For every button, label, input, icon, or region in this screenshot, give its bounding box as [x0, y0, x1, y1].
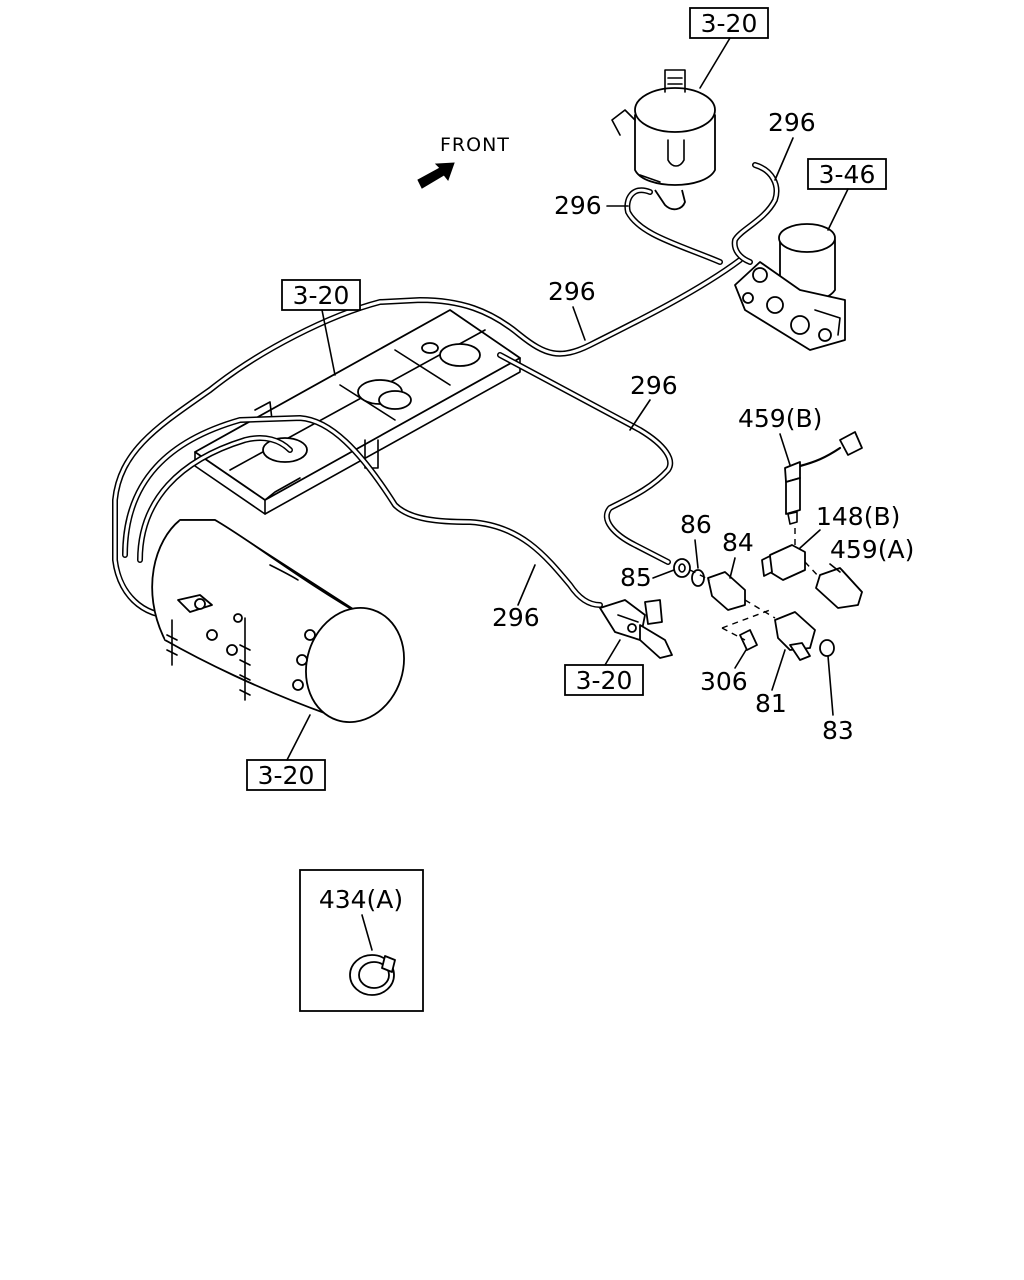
svg-text:86: 86	[680, 510, 712, 539]
callout-459b: 459(B)	[738, 404, 822, 466]
inset-box: 434(A)	[299, 869, 424, 1012]
svg-text:148(B): 148(B)	[816, 502, 900, 531]
ref-box-top[interactable]: 3-20	[689, 7, 769, 39]
cable-tie-icon	[349, 954, 396, 996]
svg-text:83: 83	[822, 716, 854, 745]
svg-text:81: 81	[755, 689, 787, 718]
ref-box-air-dryer[interactable]: 3-46	[807, 158, 887, 190]
air-filter	[611, 69, 716, 211]
callout-296-main: 296	[548, 277, 596, 341]
svg-text:296: 296	[554, 191, 602, 220]
svg-text:459(A): 459(A)	[830, 535, 914, 564]
callout-85: 85	[620, 563, 675, 592]
ref-box-tank-label: 3-20	[258, 761, 315, 790]
svg-text:296: 296	[768, 108, 816, 137]
inset-label: 434(A)	[319, 885, 403, 914]
callout-84: 84	[722, 528, 754, 579]
svg-text:296: 296	[548, 277, 596, 306]
front-direction-indicator: FRONT	[417, 134, 510, 189]
callout-296-lower: 296	[492, 564, 540, 632]
ref-box-top-label: 3-20	[701, 9, 758, 38]
callout-86: 86	[680, 510, 712, 569]
ref-box-valve[interactable]: 3-20	[564, 664, 644, 696]
frame-crossmember	[194, 309, 521, 515]
valve-assembly	[599, 599, 673, 659]
front-arrow-icon	[417, 162, 455, 189]
ref-box-air-dryer-label: 3-46	[819, 160, 876, 189]
ref-box-tank[interactable]: 3-20	[246, 759, 326, 791]
callout-81: 81	[755, 649, 787, 718]
callout-296-top: 296	[768, 108, 816, 181]
air-dryer	[734, 223, 846, 351]
svg-text:306: 306	[700, 667, 748, 696]
svg-text:296: 296	[630, 371, 678, 400]
air-tank	[151, 519, 405, 724]
svg-text:85: 85	[620, 563, 652, 592]
callout-306: 306	[700, 649, 748, 696]
callout-296-right: 296	[629, 371, 678, 431]
svg-text:84: 84	[722, 528, 754, 557]
fittings	[673, 431, 863, 661]
front-label: FRONT	[440, 134, 510, 156]
ref-box-valve-label: 3-20	[576, 666, 633, 695]
callout-83: 83	[822, 655, 854, 745]
ref-box-frame-label: 3-20	[293, 281, 350, 310]
svg-text:459(B): 459(B)	[738, 404, 822, 433]
callout-459a: 459(A)	[829, 535, 914, 573]
svg-text:296: 296	[492, 603, 540, 632]
callout-148b: 148(B)	[799, 502, 900, 549]
ref-box-frame[interactable]: 3-20	[281, 279, 361, 311]
callout-296-filter: 296	[554, 191, 629, 220]
air-pipes	[112, 162, 780, 619]
